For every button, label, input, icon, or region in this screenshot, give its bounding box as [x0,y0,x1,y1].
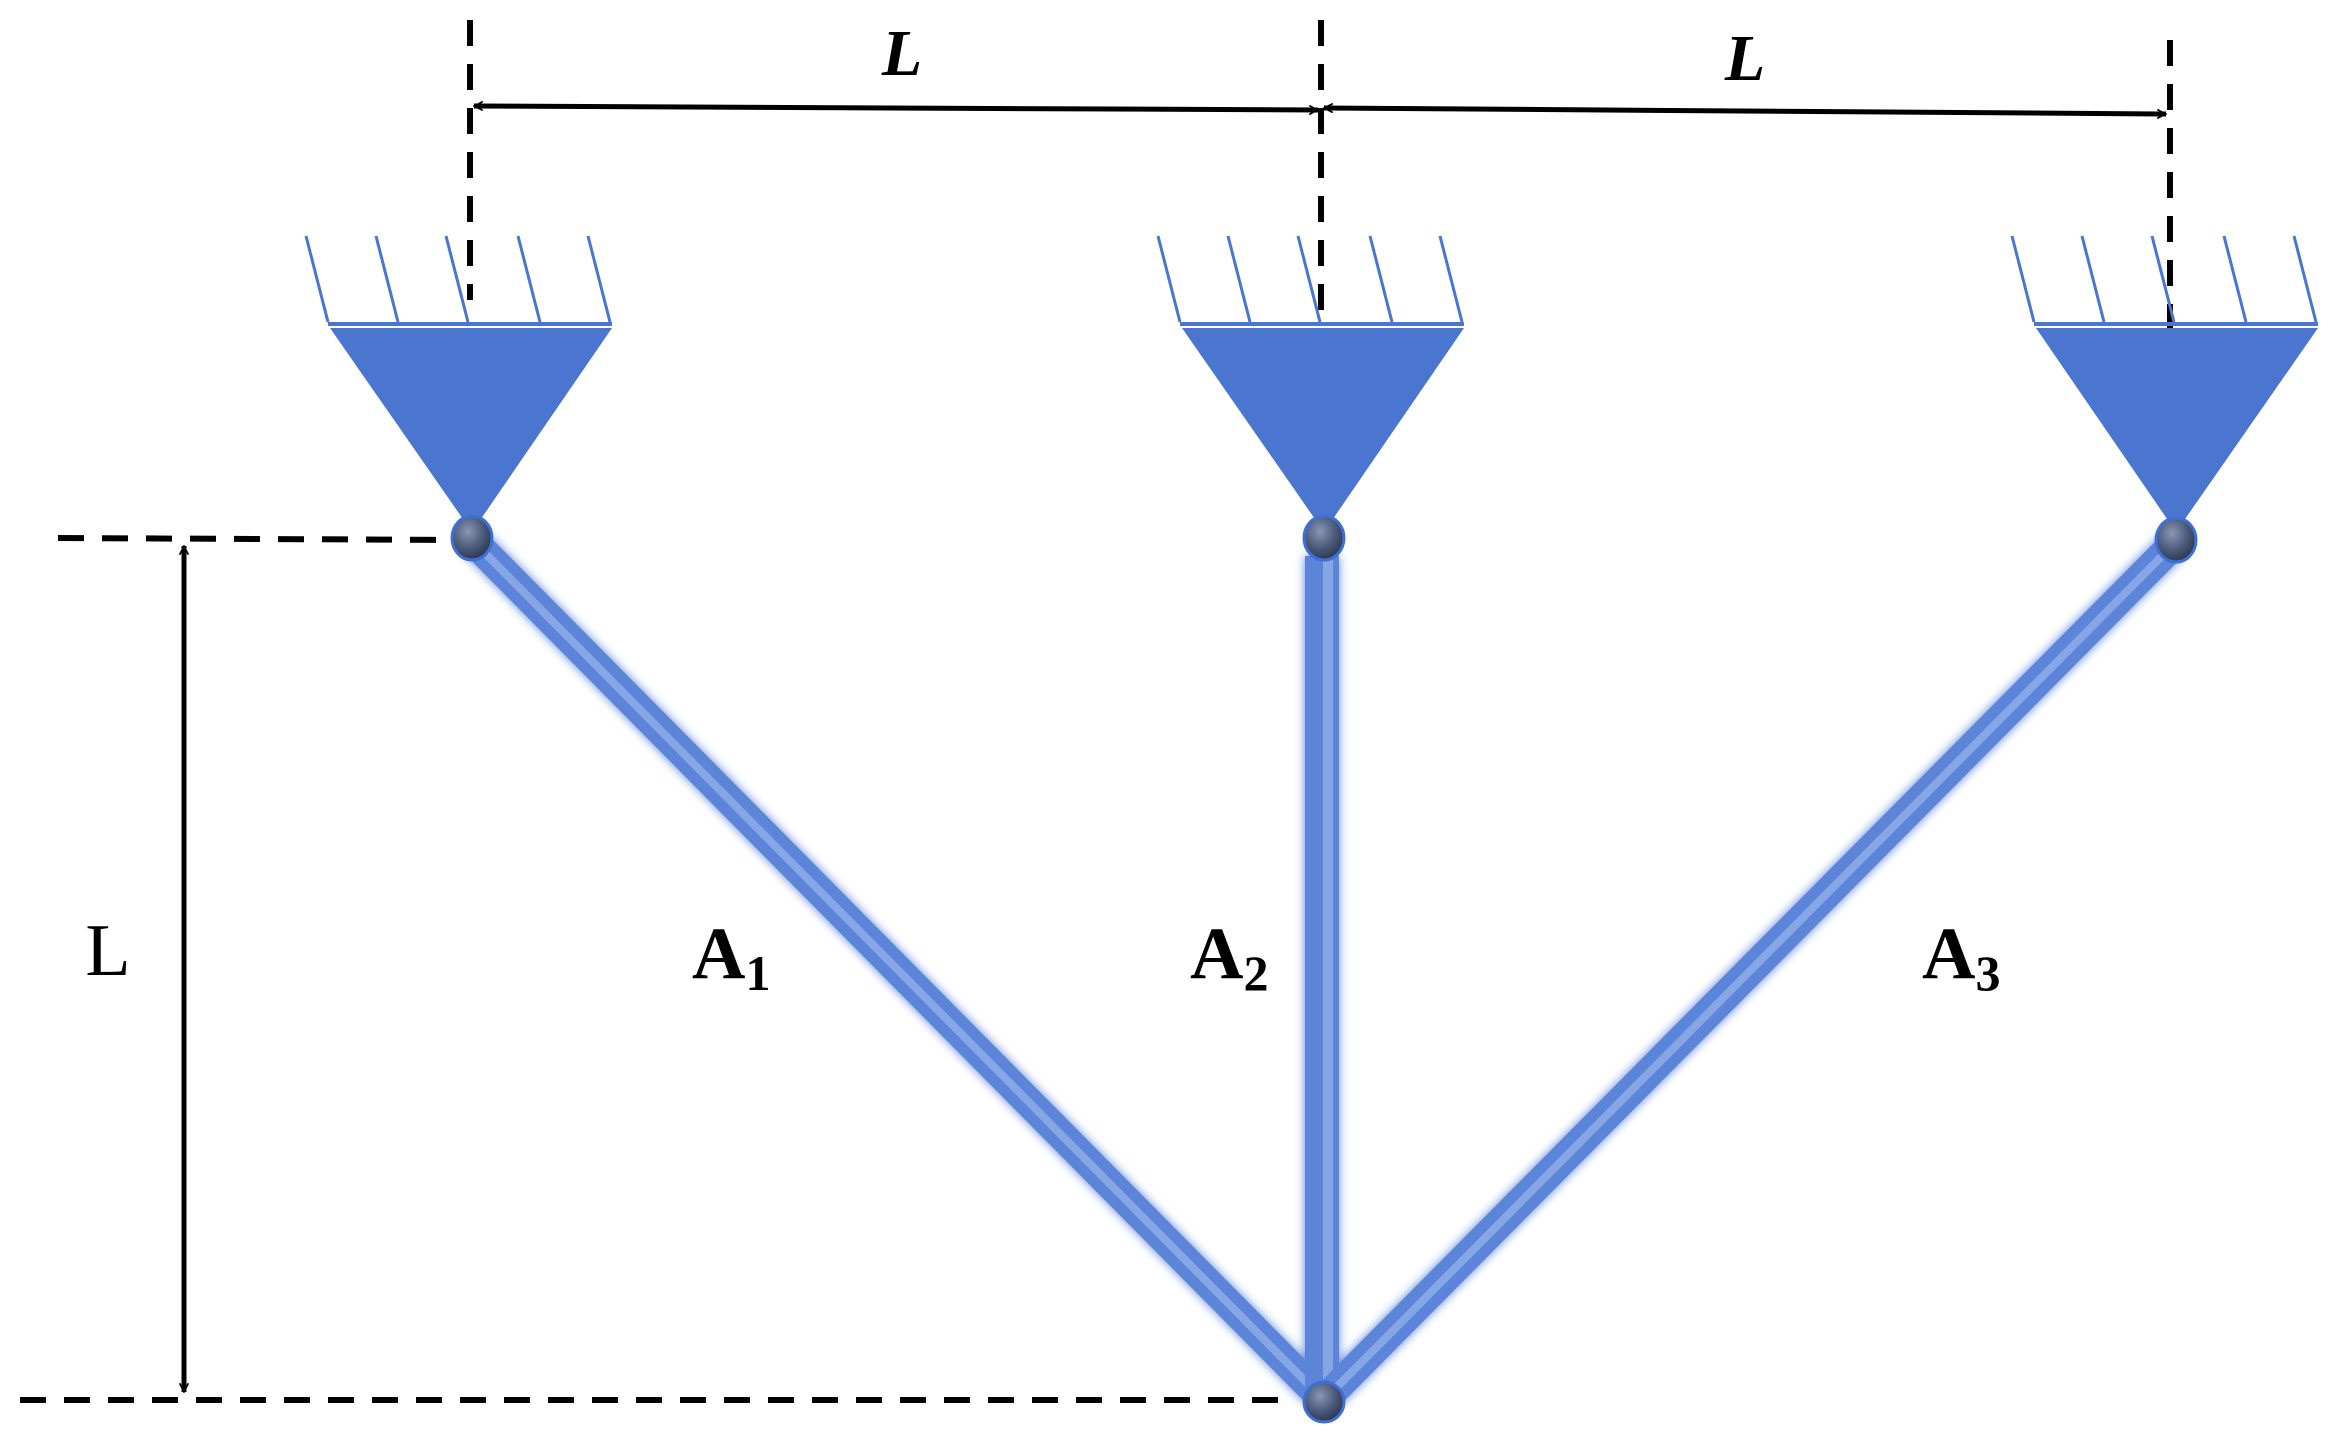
support-triangle [1182,328,1464,532]
dimension-label-top-left: L [881,17,922,90]
dimension-arrow-left [474,106,1318,110]
bar-a3 [1319,531,2187,1405]
ground-hatching [2010,235,2318,326]
bar-label-a2: A2 [1190,913,1268,1001]
dimension-label-vertical: L [85,910,130,992]
pin-joint-middle [1302,514,1346,562]
support-right [2010,235,2318,532]
dimension-label-top-right: L [1724,22,1765,95]
support-triangle [330,328,612,532]
support-triangle [2036,328,2318,532]
pin-joint-left [450,514,494,562]
dimension-arrow-right [1324,108,2166,114]
pin-joint-right [2154,516,2198,564]
bar-label-a3: A3 [1922,913,2000,1001]
reference-lines [20,20,2173,1403]
ground-hatching [1156,235,1464,326]
pin-joint-bottom [1302,1380,1346,1424]
support-left [304,235,612,532]
ref-line-top-horizontal [57,535,463,543]
horizontal-dimensions [474,106,2166,114]
bars [461,529,2187,1405]
pin-joints [450,514,2198,1424]
bar-label-a1: A1 [692,913,770,1001]
support-middle [1156,235,1464,532]
ground-hatching [304,235,612,326]
bar-a2 [1305,556,1339,1388]
bar-a1 [461,529,1329,1405]
